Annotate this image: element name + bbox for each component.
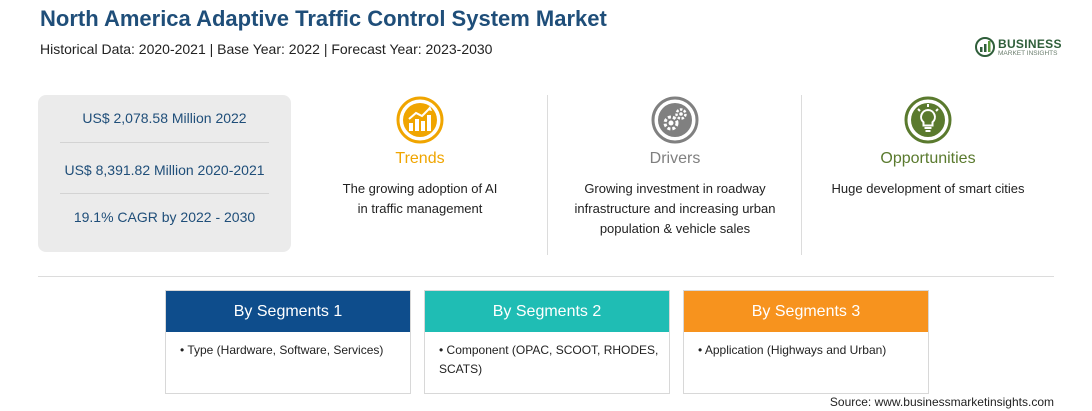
segment-2-item: • Component (OPAC, SCOOT, RHODES, SCATS) <box>439 343 659 376</box>
segment-card-2: By Segments 2 • Component (OPAC, SCOOT, … <box>424 290 670 394</box>
business-market-insights-logo: BUSINESS MARKET INSIGHTS <box>974 36 1064 60</box>
trends-column: Trends The growing adoption of AI in tra… <box>300 95 540 255</box>
stat-market-size-2022: US$ 2,078.58 Million 2022 <box>82 110 247 126</box>
segment-card-3: By Segments 3 • Application (Highways an… <box>683 290 929 394</box>
logo-subtext: MARKET INSIGHTS <box>998 50 1058 57</box>
segment-3-item: • Application (Highways and Urban) <box>698 343 887 357</box>
gears-icon <box>651 96 699 144</box>
logo-wordmark: BUSINESS <box>998 37 1062 51</box>
drivers-column: Drivers Growing investment in roadway in… <box>555 95 795 255</box>
opportunities-column: Opportunities Huge development of smart … <box>808 95 1048 255</box>
column-divider <box>801 95 802 255</box>
lightbulb-icon <box>904 96 952 144</box>
stat-divider <box>60 142 269 143</box>
opportunities-heading: Opportunities <box>880 150 976 167</box>
page-subtitle: Historical Data: 2020-2021 | Base Year: … <box>40 41 493 57</box>
opportunities-text: Huge development of smart cities <box>831 181 1025 196</box>
source-credit: Source: www.businessmarketinsights.com <box>829 395 1054 409</box>
stat-cagr: 19.1% CAGR by 2022 - 2030 <box>73 209 256 225</box>
segment-1-item: • Type (Hardware, Software, Services) <box>180 343 384 357</box>
segment-1-header: By Segments 1 <box>166 291 410 332</box>
section-divider <box>38 276 1054 277</box>
key-stats-panel: US$ 2,078.58 Million 2022 US$ 8,391.82 M… <box>38 95 291 252</box>
segment-3-header: By Segments 3 <box>684 291 928 332</box>
segment-card-1: By Segments 1 • Type (Hardware, Software… <box>165 290 411 394</box>
drivers-heading: Drivers <box>649 150 701 167</box>
page-title: North America Adaptive Traffic Control S… <box>40 6 607 31</box>
trend-chart-icon <box>396 96 444 144</box>
trends-heading: Trends <box>395 150 445 167</box>
column-divider <box>547 95 548 255</box>
stat-market-size-historic: US$ 8,391.82 Million 2020-2021 <box>64 162 265 178</box>
drivers-text: Growing investment in roadway infrastruc… <box>574 181 776 236</box>
trends-text: The growing adoption of AI in traffic ma… <box>342 181 498 216</box>
stat-divider <box>60 193 269 194</box>
logo-globe-icon <box>975 37 995 57</box>
segment-2-header: By Segments 2 <box>425 291 669 332</box>
